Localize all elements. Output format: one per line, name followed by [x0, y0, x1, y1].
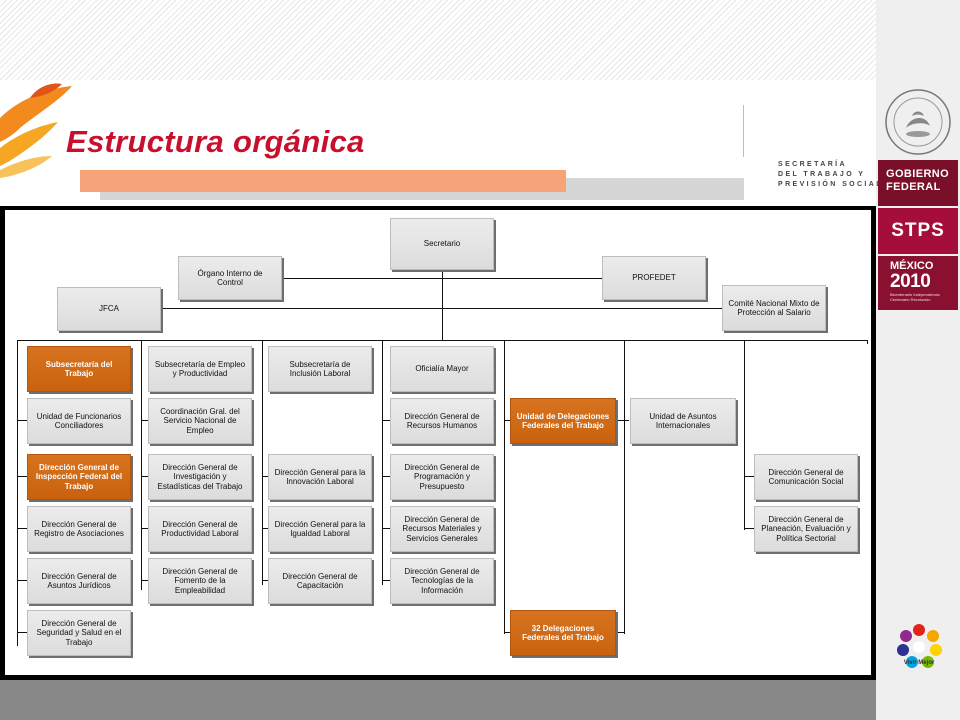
connector: [624, 340, 625, 634]
connector: [262, 528, 268, 529]
header-divider: [743, 105, 744, 157]
connector: [17, 340, 868, 341]
connector: [382, 340, 383, 585]
org-node-secretario[interactable]: Secretario: [390, 218, 494, 270]
org-node-dg-investigacion[interactable]: Dirección General de Investigación y Est…: [148, 454, 252, 500]
org-node-unidad-funcionarios[interactable]: Unidad de Funcionarios Conciliadores: [27, 398, 131, 444]
org-node-dg-programacion[interactable]: Dirección General de Programación y Pres…: [390, 454, 494, 500]
org-node-dg-igualdad[interactable]: Dirección General para la Igualdad Labor…: [268, 506, 372, 552]
connector: [504, 420, 510, 421]
connector: [442, 270, 443, 340]
org-node-dg-registro[interactable]: Dirección General de Registro de Asociac…: [27, 506, 131, 552]
connector: [17, 580, 27, 581]
connector: [617, 632, 625, 633]
connector: [141, 420, 149, 421]
org-node-oficialia[interactable]: Oficialía Mayor: [390, 346, 494, 392]
org-node-dg-rm[interactable]: Dirección General de Recursos Materiales…: [390, 506, 494, 552]
page-title: Estructura orgánica: [66, 124, 365, 159]
swirl-logo-icon: [0, 83, 72, 178]
national-seal-icon: [885, 89, 951, 155]
org-node-dg-rh[interactable]: Dirección General de Recursos Humanos: [390, 398, 494, 444]
connector: [141, 476, 149, 477]
org-node-subs-empleo[interactable]: Subsecretaría de Empleo y Productividad: [148, 346, 252, 392]
org-node-dg-innovacion[interactable]: Dirección General para la Innovación Lab…: [268, 454, 372, 500]
connector: [141, 340, 142, 590]
connector: [17, 632, 27, 633]
vivir-mejor-logo-icon: [897, 624, 942, 668]
connector: [141, 528, 149, 529]
org-node-dg-juridicos[interactable]: Dirección General de Asuntos Jurídicos: [27, 558, 131, 604]
connector: [17, 420, 27, 421]
org-node-dg-capacitacion[interactable]: Dirección General de Capacitación: [268, 558, 372, 604]
org-node-coord-sne[interactable]: Coordinación Gral. del Servicio Nacional…: [148, 398, 252, 444]
connector: [382, 420, 390, 421]
org-node-subs-trabajo[interactable]: Subsecretaría del Trabajo: [27, 346, 131, 392]
title-underline-orange: [80, 170, 566, 192]
org-node-dg-seguridad[interactable]: Dirección General de Seguridad y Salud e…: [27, 610, 131, 656]
org-node-comite[interactable]: Comité Nacional Mixto de Protección al S…: [722, 285, 826, 331]
connector: [17, 340, 18, 646]
connector: [504, 340, 505, 634]
connector: [382, 476, 390, 477]
footer-band: [0, 680, 876, 720]
connector: [162, 308, 722, 309]
connector: [617, 420, 629, 421]
connector: [382, 528, 390, 529]
org-node-dg-fomento[interactable]: Dirección General de Fomento de la Emple…: [148, 558, 252, 604]
org-node-jfca[interactable]: JFCA: [57, 287, 161, 331]
connector: [17, 528, 27, 529]
org-node-unidad-internacionales[interactable]: Unidad de Asuntos Internacionales: [630, 398, 736, 444]
connector: [282, 278, 602, 279]
connector: [744, 528, 754, 529]
connector: [262, 476, 268, 477]
connector: [141, 580, 149, 581]
mexico-2010-logo: MÉXICO 2010 Bicentenario Independencia C…: [878, 256, 958, 310]
org-node-dg-planeacion[interactable]: Dirección General de Planeación, Evaluac…: [754, 506, 858, 552]
gobierno-federal-logo: GOBIERNO FEDERAL: [878, 160, 958, 206]
org-node-dg-inspeccion[interactable]: Dirección General de Inspección Federal …: [27, 454, 131, 500]
connector: [744, 340, 745, 530]
org-node-dg-comunicacion[interactable]: Dirección General de Comunicación Social: [754, 454, 858, 500]
connector: [382, 580, 390, 581]
org-node-profedet[interactable]: PROFEDET: [602, 256, 706, 300]
connector: [17, 476, 27, 477]
org-node-subs-inclusion[interactable]: Subsecretaría de Inclusión Laboral: [268, 346, 372, 392]
header-hatch-band: [0, 0, 876, 80]
connector: [262, 340, 263, 585]
connector: [744, 476, 754, 477]
institution-name: SECRETARÍA DEL TRABAJO Y PREVISIÓN SOCIA…: [778, 161, 883, 188]
connector: [504, 632, 510, 633]
org-node-32-delegaciones[interactable]: 32 Delegaciones Federales del Trabajo: [510, 610, 616, 656]
org-node-dg-productividad[interactable]: Dirección General de Productividad Labor…: [148, 506, 252, 552]
org-node-oic[interactable]: Órgano Interno de Control: [178, 256, 282, 300]
org-node-dg-ti[interactable]: Dirección General de Tecnologías de la I…: [390, 558, 494, 604]
org-node-unidad-delegaciones[interactable]: Unidad de Delegaciones Federales del Tra…: [510, 398, 616, 444]
connector: [867, 340, 868, 344]
connector: [262, 580, 268, 581]
vivir-mejor-label: Vivir Mejor: [903, 660, 935, 666]
stps-logo: STPS: [878, 208, 958, 254]
